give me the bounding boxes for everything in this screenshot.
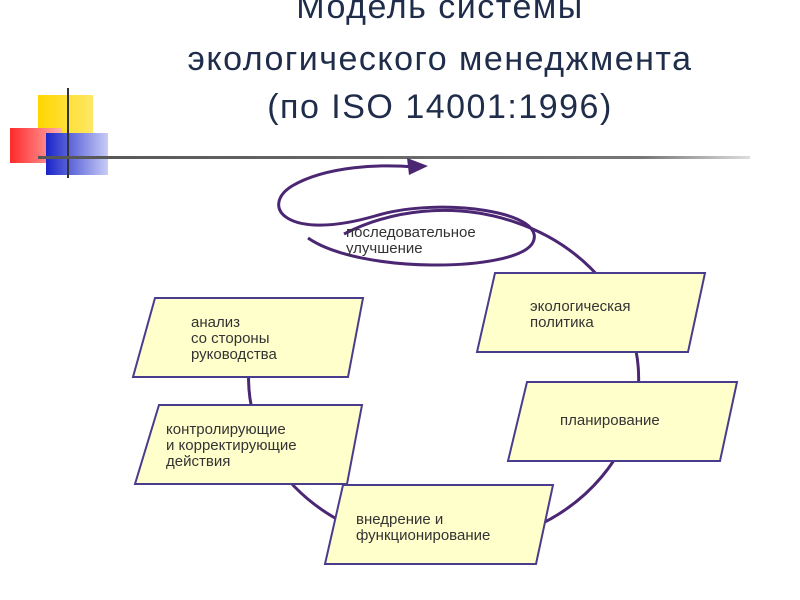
box-implementation [323, 484, 555, 565]
improvement-loop-arrow [277, 164, 536, 267]
label-control-line-3: действия [166, 453, 231, 470]
box-control [133, 404, 364, 485]
label-implementation-line-1: внедрение и [356, 511, 444, 528]
label-review-line-1: анализ [191, 314, 240, 331]
label-control-line-2: и корректирующие [166, 437, 297, 454]
label-control: контролирующие и корректирующие действия [166, 422, 297, 470]
label-improvement-line-2: улучшение [346, 240, 423, 257]
decorative-squares [10, 88, 750, 178]
label-improvement: последовательное улучшение [346, 225, 476, 257]
arrowhead [407, 158, 428, 175]
label-control-line-1: контролирующие [166, 421, 286, 438]
label-review: анализ со стороны руководства [191, 315, 277, 363]
label-planning-line-1: планирование [560, 412, 660, 429]
label-implementation: внедрение и функционирование [356, 512, 490, 544]
label-review-line-2: со стороны [191, 330, 270, 347]
label-planning: планирование [560, 413, 660, 429]
label-review-line-3: руководства [191, 346, 277, 363]
title-line-1: Модель системы [296, 0, 584, 26]
box-planning [506, 381, 739, 462]
box-review [131, 297, 365, 378]
label-policy-line-2: политика [530, 314, 594, 331]
label-policy-line-1: экологическая [530, 298, 631, 315]
title-line-3: (по ISO 14001:1996) [267, 88, 613, 126]
title-divider [38, 156, 750, 159]
deco-blue-square [46, 133, 108, 175]
title-line-2: экологического менеджмента [187, 40, 693, 78]
label-policy: экологическая политика [530, 299, 631, 331]
label-improvement-line-1: последовательное [346, 224, 476, 241]
box-policy [475, 272, 707, 353]
label-implementation-line-2: функционирование [356, 527, 491, 544]
